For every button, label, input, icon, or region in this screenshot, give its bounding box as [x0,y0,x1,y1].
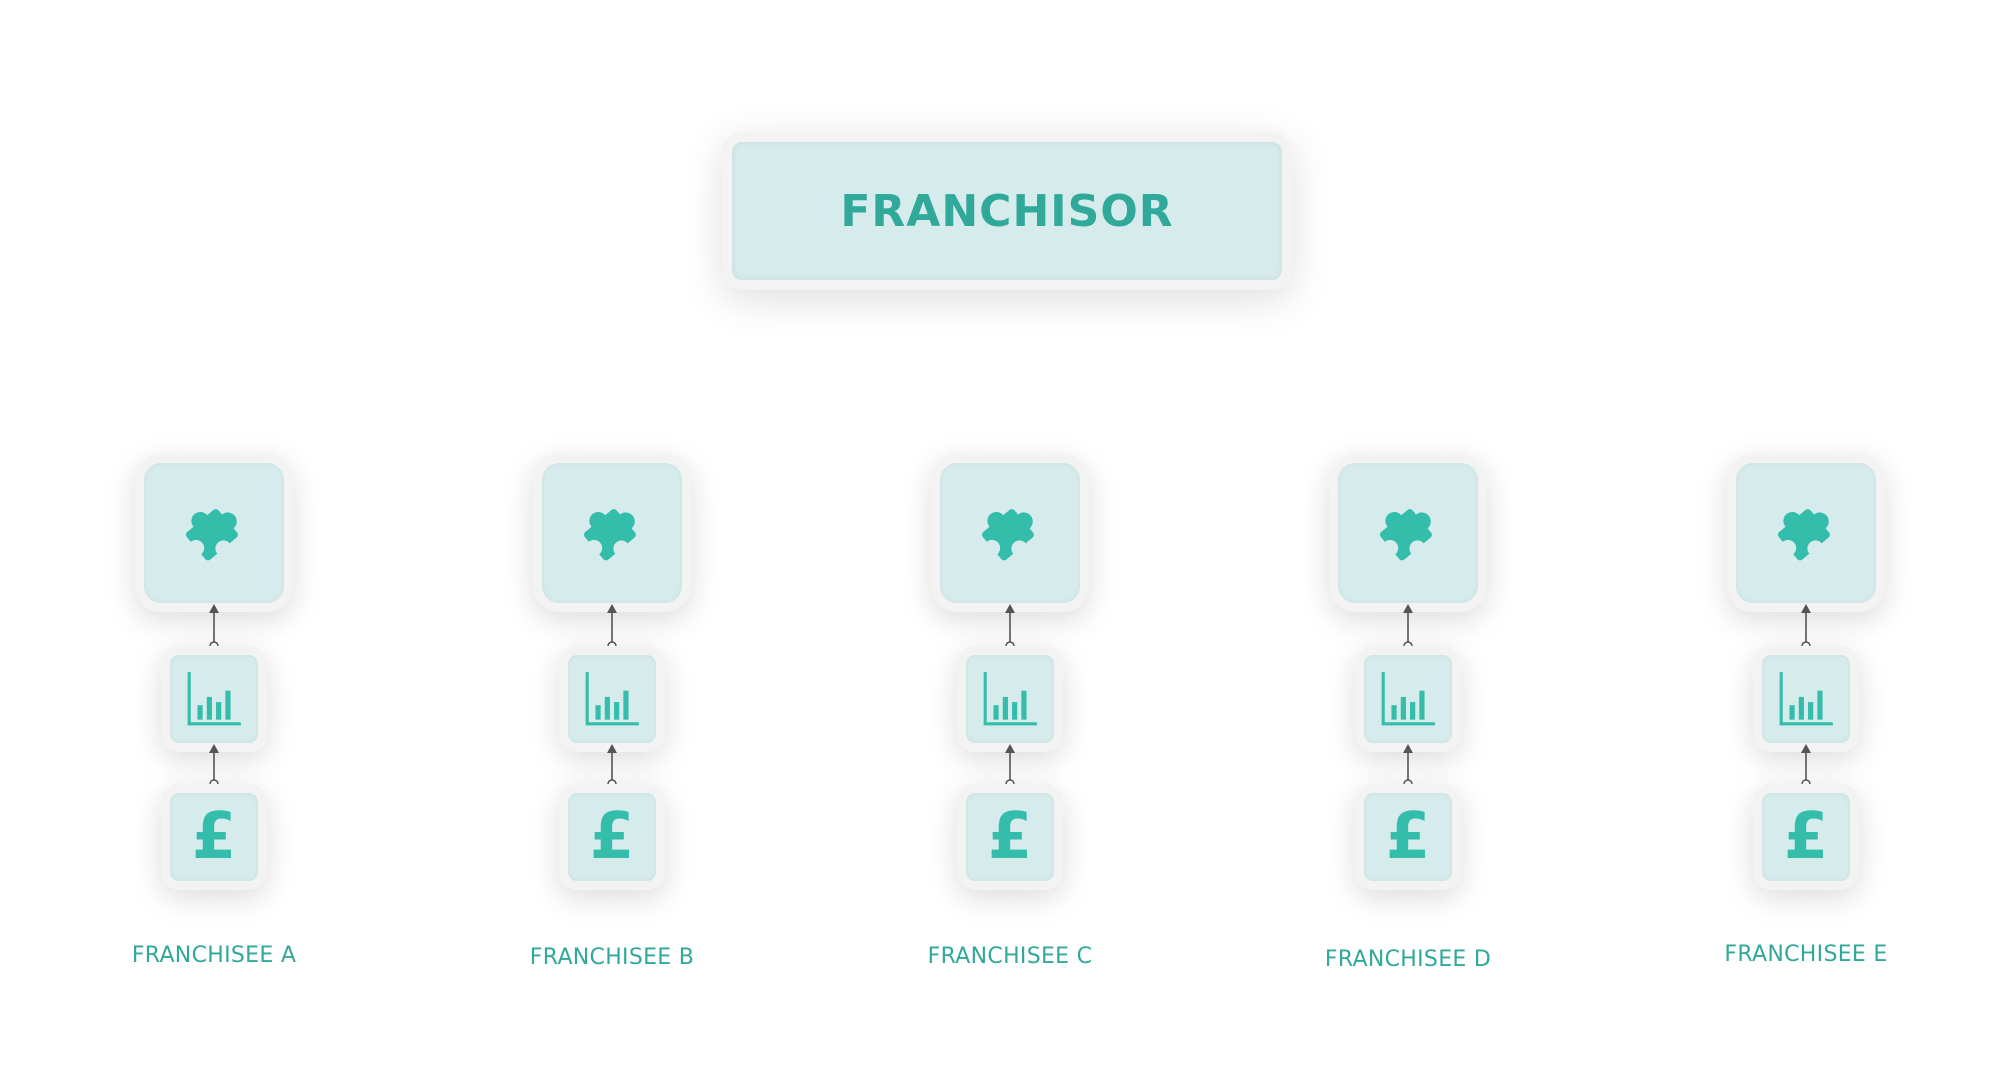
chart-tile [1753,646,1859,752]
arrow-up-connector [602,742,622,790]
franchisee-b-column: £ FRANCHISEE B [502,0,722,1092]
puzzle-tile [135,454,293,612]
franchisee-e-column: £ FRANCHISEE E [1696,0,1916,1092]
puzzle-tile [931,454,1089,612]
franchisee-d-column: £ FRANCHISEE D [1298,0,1518,1092]
pound-tile: £ [957,784,1063,890]
arrow-up-connector [1398,742,1418,790]
chart-tile [161,646,267,752]
chart-tile [559,646,665,752]
arrow-up-connector [204,742,224,790]
chart-tile [957,646,1063,752]
bar-chart-icon [187,672,241,726]
arrow-up-connector [1398,602,1418,652]
bar-chart-icon [1779,672,1833,726]
franchisor-box: FRANCHISOR [722,132,1292,290]
franchisee-label: FRANCHISEE B [529,945,695,970]
franchisor-label: FRANCHISOR [840,185,1174,237]
franchisee-label: FRANCHISEE D [1324,947,1492,972]
franchisee-c-column: £ FRANCHISEE C [900,0,1120,1092]
puzzle-piece-icon [583,509,636,561]
arrow-up-connector [602,602,622,652]
pound-tile: £ [1753,784,1859,890]
franchisee-a-column: £ FRANCHISEE A [104,0,324,1092]
pound-sign-icon: £ [1783,800,1829,874]
bar-chart-icon [585,672,639,726]
franchisee-label: FRANCHISEE E [1724,942,1888,967]
pound-sign-icon: £ [191,800,237,874]
chart-tile [1355,646,1461,752]
franchisee-label: FRANCHISEE C [927,944,1093,969]
puzzle-tile [1727,454,1885,612]
arrow-up-connector [1796,742,1816,790]
bar-chart-icon [1381,672,1435,726]
puzzle-piece-icon [1777,509,1830,561]
franchisee-label: FRANCHISEE A [131,943,297,968]
pound-tile: £ [161,784,267,890]
arrow-up-connector [1000,742,1020,790]
arrow-up-connector [1000,602,1020,652]
arrow-up-connector [204,602,224,652]
pound-tile: £ [559,784,665,890]
puzzle-piece-icon [1379,509,1432,561]
bar-chart-icon [983,672,1037,726]
puzzle-tile [533,454,691,612]
puzzle-piece-icon [185,509,238,561]
puzzle-tile [1329,454,1487,612]
pound-sign-icon: £ [987,800,1033,874]
puzzle-piece-icon [981,509,1034,561]
pound-sign-icon: £ [589,800,635,874]
pound-tile: £ [1355,784,1461,890]
pound-sign-icon: £ [1385,800,1431,874]
arrow-up-connector [1796,602,1816,652]
